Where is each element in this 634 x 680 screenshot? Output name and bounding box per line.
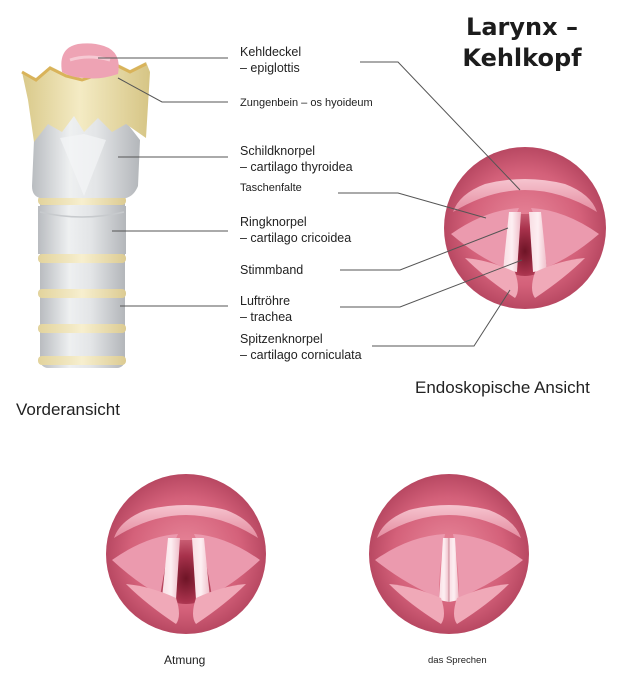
label-cricoid-line-2: – cartilago cricoidea: [240, 231, 352, 245]
trachea-ring: [38, 356, 126, 365]
hyoid-bone-shape: [22, 62, 150, 142]
trachea-ring: [38, 289, 126, 298]
trachea-ring: [38, 254, 126, 263]
label-hyoid: Zungenbein – os hyoideum: [240, 97, 373, 109]
leader-line-vestibular-fold: [338, 192, 487, 219]
endoscopic-view-large: [444, 147, 606, 309]
leader-line-hyoid: [117, 77, 228, 103]
title-line-1: Larynx –: [466, 13, 578, 41]
label-epiglottis-line-1: Kehldeckel: [240, 45, 302, 59]
label-corniculate-line-1: Spitzenknorpel: [240, 332, 323, 346]
leader-line-corniculate: [372, 289, 511, 347]
label-epiglottis: Kehldeckel – epiglottis: [240, 44, 301, 76]
front-view-larynx: [21, 43, 150, 368]
page-title: Larynx – Kehlkopf: [452, 12, 592, 74]
leader-line-epiglottis-endo: [360, 61, 521, 191]
label-trachea-line-1: Luftröhre: [240, 294, 291, 308]
trachea-ring: [38, 324, 126, 333]
label-corniculate: Spitzenknorpel – cartilago corniculata: [240, 331, 362, 363]
caption-breathing: Atmung: [164, 653, 206, 667]
label-epiglottis-line-2: – epiglottis: [240, 61, 300, 75]
label-cricoid: Ringknorpel – cartilago cricoidea: [240, 214, 351, 246]
label-vestibular-fold: Taschenfalte: [240, 182, 302, 194]
caption-endoscopic-view: Endoskopische Ansicht: [415, 378, 590, 397]
label-thyroid-line-1: Schildknorpel: [240, 144, 316, 158]
epiglottis-shape: [61, 43, 119, 79]
title-line-2: Kehlkopf: [462, 44, 582, 72]
leader-lines: [98, 57, 523, 347]
label-cricoid-line-1: Ringknorpel: [240, 215, 307, 229]
endoscopic-view-speaking: [369, 474, 529, 634]
caption-speaking: das Sprechen: [428, 655, 487, 666]
label-trachea: Luftröhre – trachea: [240, 293, 292, 325]
label-thyroid: Schildknorpel – cartilago thyroidea: [240, 143, 353, 175]
label-vocal-cord: Stimmband: [240, 263, 304, 277]
endoscopic-view-breathing: [106, 474, 266, 634]
trachea-ring: [38, 196, 126, 205]
leader-line-trachea-endo: [340, 259, 523, 308]
leader-line-vocal-cord: [340, 227, 509, 271]
label-trachea-line-2: – trachea: [240, 310, 293, 324]
caption-front-view: Vorderansicht: [16, 400, 120, 419]
label-corniculate-line-2: – cartilago corniculata: [240, 348, 362, 362]
label-thyroid-line-2: – cartilago thyroidea: [240, 160, 353, 174]
cricoid-cartilage-shape: [38, 206, 126, 254]
